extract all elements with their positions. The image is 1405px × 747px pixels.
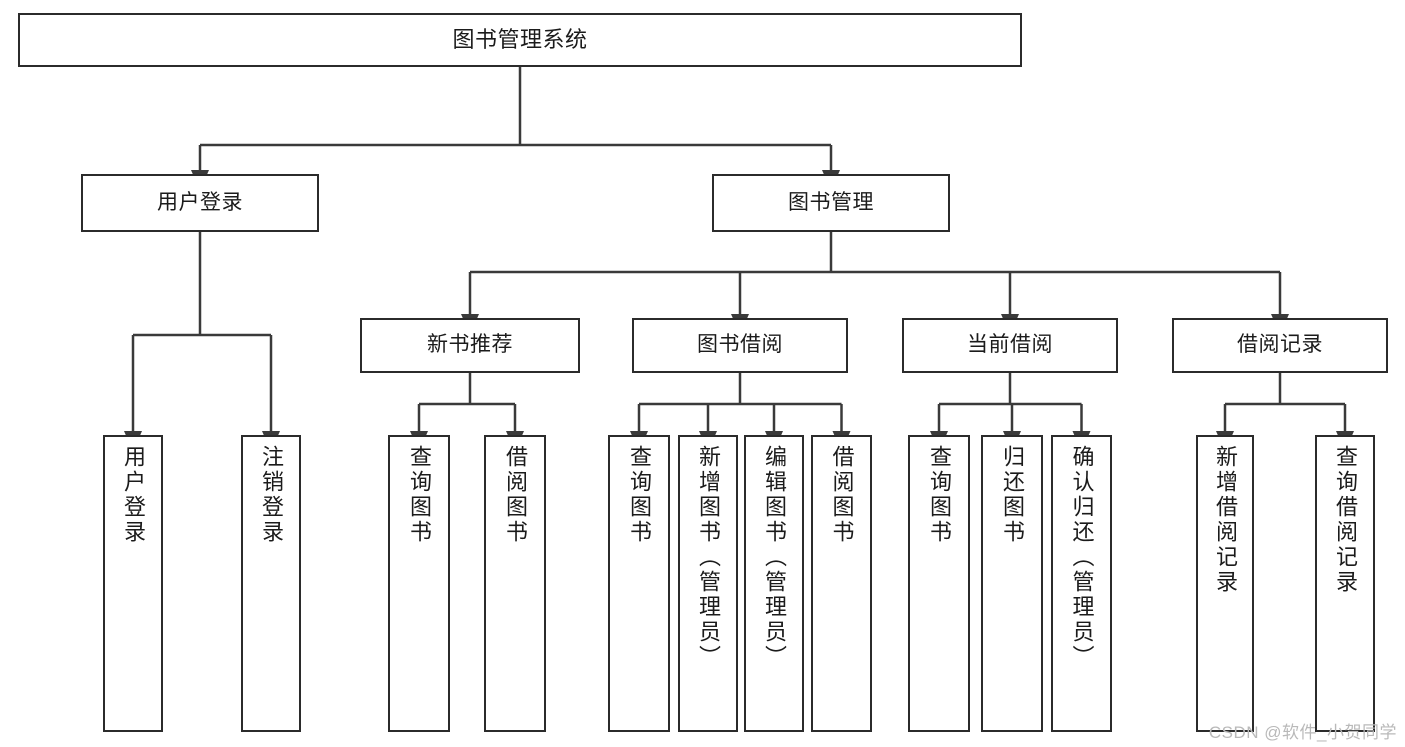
node-label: 新书推荐 bbox=[427, 333, 513, 357]
node-leaf-add-borrow-record[interactable]: 新增借阅记录 bbox=[1196, 435, 1254, 732]
node-label: 查询图书 bbox=[927, 445, 952, 545]
node-borrow-record[interactable]: 借阅记录 bbox=[1172, 318, 1388, 373]
node-leaf-return-book[interactable]: 归还图书 bbox=[981, 435, 1043, 732]
node-user-login[interactable]: 用户登录 bbox=[81, 174, 319, 232]
node-leaf-add-book-admin[interactable]: 新增图书（管理员） bbox=[678, 435, 738, 732]
node-label: 注销登录 bbox=[259, 445, 284, 545]
node-leaf-user-login[interactable]: 用户登录 bbox=[103, 435, 163, 732]
node-label: 图书管理系统 bbox=[452, 27, 588, 53]
node-label: 新增借阅记录 bbox=[1213, 445, 1238, 595]
node-root[interactable]: 图书管理系统 bbox=[18, 13, 1022, 67]
node-leaf-query-borrow-record[interactable]: 查询借阅记录 bbox=[1315, 435, 1375, 732]
node-label: 编辑图书（管理员） bbox=[762, 445, 787, 670]
node-label: 借阅图书 bbox=[503, 445, 528, 545]
node-label: 新增图书（管理员） bbox=[696, 445, 721, 670]
node-label: 确认归还（管理员） bbox=[1069, 445, 1095, 670]
node-book-borrow[interactable]: 图书借阅 bbox=[632, 318, 848, 373]
node-label: 查询图书 bbox=[627, 445, 652, 545]
node-label: 查询图书 bbox=[407, 445, 432, 545]
node-label: 借阅记录 bbox=[1237, 333, 1323, 357]
node-label: 借阅图书 bbox=[829, 445, 855, 545]
node-book-manage[interactable]: 图书管理 bbox=[712, 174, 950, 232]
watermark-text: CSDN @软件_小贺同学 bbox=[1208, 723, 1397, 742]
node-leaf-borrow-book-1[interactable]: 借阅图书 bbox=[484, 435, 546, 732]
node-label: 图书借阅 bbox=[697, 333, 783, 357]
node-leaf-edit-book-admin[interactable]: 编辑图书（管理员） bbox=[744, 435, 804, 732]
node-label: 用户登录 bbox=[121, 445, 146, 545]
node-label: 图书管理 bbox=[788, 190, 874, 214]
node-new-book-recommend[interactable]: 新书推荐 bbox=[360, 318, 580, 373]
node-leaf-query-book-2[interactable]: 查询图书 bbox=[608, 435, 670, 732]
node-label: 用户登录 bbox=[157, 190, 243, 214]
node-leaf-borrow-book-2[interactable]: 借阅图书 bbox=[811, 435, 872, 732]
node-leaf-query-book-1[interactable]: 查询图书 bbox=[388, 435, 450, 732]
node-leaf-confirm-return-admin[interactable]: 确认归还（管理员） bbox=[1051, 435, 1112, 732]
edge-paths bbox=[123, 67, 1354, 452]
node-label: 归还图书 bbox=[1000, 445, 1025, 545]
node-label: 当前借阅 bbox=[967, 333, 1053, 357]
node-label: 查询借阅记录 bbox=[1333, 445, 1358, 595]
node-current-borrow[interactable]: 当前借阅 bbox=[902, 318, 1118, 373]
node-leaf-query-book-3[interactable]: 查询图书 bbox=[908, 435, 970, 732]
node-leaf-logout[interactable]: 注销登录 bbox=[241, 435, 301, 732]
